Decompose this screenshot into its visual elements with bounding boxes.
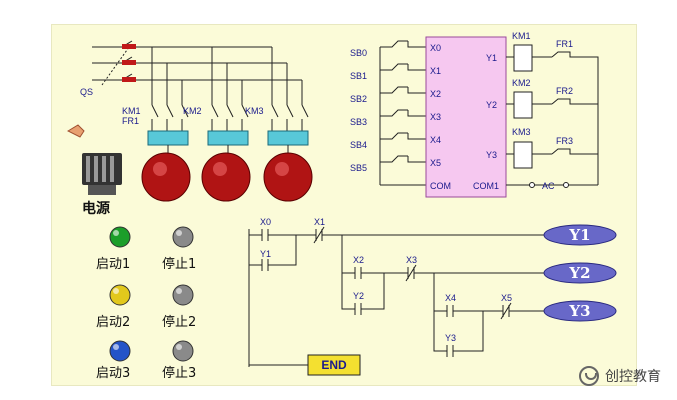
contact-y1: Y1 <box>260 249 271 259</box>
label-fr3: FR3 <box>556 136 573 146</box>
term-com1: COM1 <box>473 181 499 191</box>
thermal-relay-2 <box>207 130 249 146</box>
button-start-3-label: 启动3 <box>96 366 130 381</box>
term-x0: X0 <box>430 43 441 53</box>
km1-label: KM1 <box>122 106 141 116</box>
plc-input-labels: SB0 SB1 SB2 SB3 SB4 SB5 <box>350 48 367 173</box>
contact-x4: X4 <box>445 293 456 303</box>
input-sb0: SB0 <box>350 48 367 58</box>
input-sb5: SB5 <box>350 163 367 173</box>
diagram-panel: QS KM1 FR1 KM2 KM3 电源 启动1 停止1 启 <box>51 24 637 386</box>
thermal-relay-1 <box>147 130 189 146</box>
input-sb3: SB3 <box>350 117 367 127</box>
contact-y2: Y2 <box>353 291 364 301</box>
motor-1 <box>141 152 191 202</box>
contact-x1: X1 <box>314 217 325 227</box>
ladder-end-block: END <box>307 354 361 376</box>
term-y2: Y2 <box>486 100 497 110</box>
plc-input-wiring <box>379 40 426 186</box>
watermark-text: 创控教育 <box>605 369 661 385</box>
end-label: END <box>321 358 347 372</box>
km3-label: KM3 <box>245 106 264 116</box>
button-start-2[interactable] <box>109 284 131 306</box>
term-y3: Y3 <box>486 150 497 160</box>
button-stop-2[interactable] <box>172 284 194 306</box>
fuse-icon <box>122 44 136 49</box>
wechat-logo-icon <box>579 366 599 386</box>
label-km2: KM2 <box>512 78 531 88</box>
ladder-coil-y2: Y2 <box>543 262 617 284</box>
fr1-label: FR1 <box>122 116 139 126</box>
hand-pointer-icon <box>66 124 85 138</box>
button-stop-3-label: 停止3 <box>162 365 196 381</box>
ladder-coil-y3: Y3 <box>543 300 617 322</box>
ladder-wiring <box>248 226 544 367</box>
button-start-1-label: 启动1 <box>96 257 130 272</box>
label-fr1: FR1 <box>556 39 573 49</box>
label-km3: KM3 <box>512 127 531 137</box>
coil-y1-label: Y1 <box>568 226 590 244</box>
fuse-icon <box>122 60 136 65</box>
fuse-icon <box>122 77 136 82</box>
button-start-2-label: 启动2 <box>96 315 130 330</box>
button-stop-1[interactable] <box>172 226 194 248</box>
button-stop-1-label: 停止1 <box>162 256 196 272</box>
plc-body <box>425 36 507 198</box>
button-start-1[interactable] <box>109 226 131 248</box>
ladder-labels: X0 X1 Y1 X2 X3 Y2 X4 X5 Y3 <box>260 217 512 343</box>
contact-x0: X0 <box>260 217 271 227</box>
motor-2 <box>201 152 251 202</box>
button-stop-2-label: 停止2 <box>162 314 196 330</box>
input-sb1: SB1 <box>350 71 367 81</box>
button-stop-3[interactable] <box>172 340 194 362</box>
power-switch-icon <box>82 153 122 195</box>
contact-y3: Y3 <box>445 333 456 343</box>
term-x1: X1 <box>430 66 441 76</box>
button-start-3[interactable] <box>109 340 131 362</box>
contact-x3: X3 <box>406 255 417 265</box>
coil-km3 <box>513 141 533 169</box>
label-km1: KM1 <box>512 31 531 41</box>
plc-output-labels: KM1 KM2 KM3 FR1 FR2 FR3 AC <box>512 31 573 191</box>
input-sb4: SB4 <box>350 140 367 150</box>
plc-terminal-labels: X0 X1 X2 X3 X4 X5 COM Y1 Y2 Y3 COM1 <box>430 43 499 191</box>
term-x2: X2 <box>430 89 441 99</box>
term-x4: X4 <box>430 135 441 145</box>
coil-km1 <box>513 44 533 72</box>
ladder-coil-y1: Y1 <box>543 224 617 246</box>
plc-output-wiring <box>506 51 599 186</box>
coil-y3-label: Y3 <box>568 302 590 320</box>
coil-y2-label: Y2 <box>568 264 590 282</box>
coil-km2 <box>513 91 533 119</box>
input-sb2: SB2 <box>350 94 367 104</box>
label-fr2: FR2 <box>556 86 573 96</box>
power-label: 电源 <box>82 200 110 217</box>
label-ac: AC <box>542 181 555 191</box>
thermal-relay-3 <box>267 130 309 146</box>
contact-x5: X5 <box>501 293 512 303</box>
term-x3: X3 <box>430 112 441 122</box>
plc-control-diagram: QS KM1 FR1 KM2 KM3 电源 启动1 停止1 启 <box>66 31 617 381</box>
term-x5: X5 <box>430 158 441 168</box>
term-y1: Y1 <box>486 53 497 63</box>
qs-label: QS <box>80 87 93 97</box>
term-com: COM <box>430 181 451 191</box>
contact-x2: X2 <box>353 255 364 265</box>
km2-label: KM2 <box>183 106 202 116</box>
motor-3 <box>263 152 313 202</box>
watermark: 创控教育 <box>579 366 661 386</box>
